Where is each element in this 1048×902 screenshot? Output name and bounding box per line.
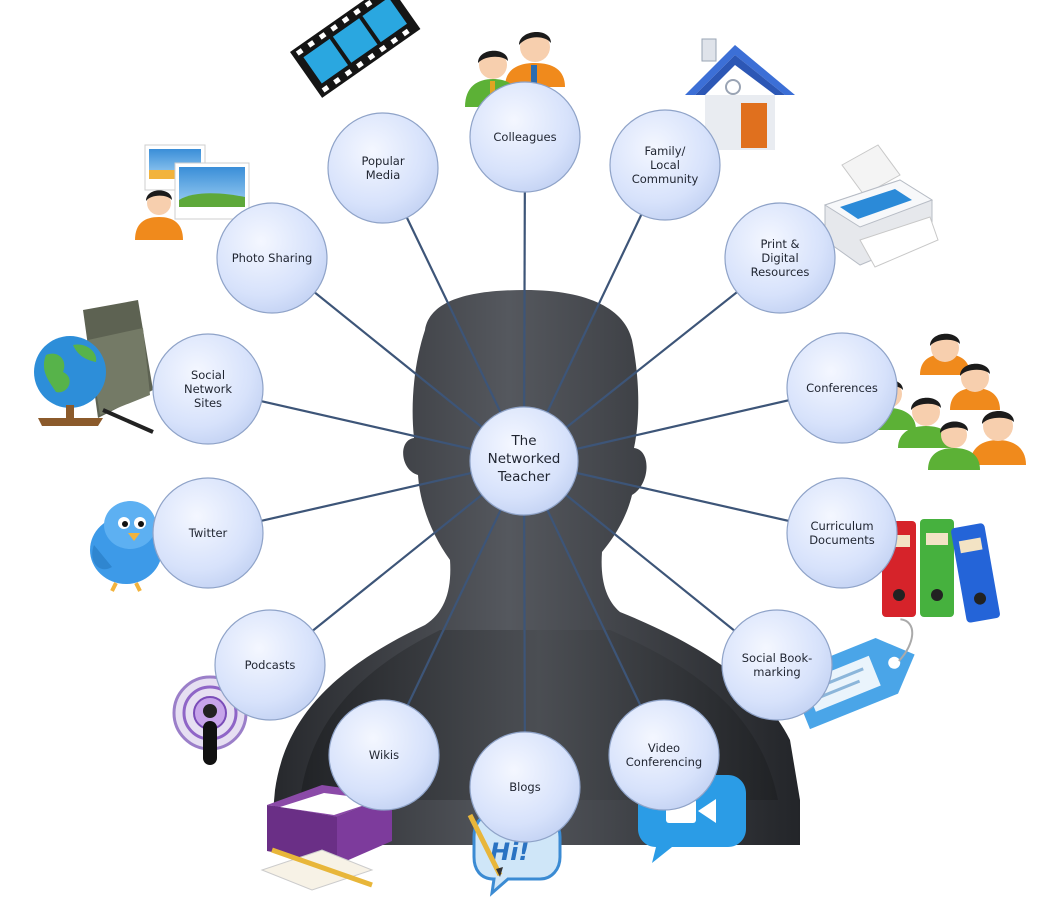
node-label-photo-line-1: Photo Sharing bbox=[232, 251, 313, 265]
node-label-social-line-3: Sites bbox=[194, 396, 222, 410]
photos-icon bbox=[135, 144, 250, 240]
node-label-media-line-2: Media bbox=[366, 168, 401, 182]
binders-icon bbox=[882, 519, 1000, 623]
node-label-twitter-line-1: Twitter bbox=[188, 526, 228, 540]
globe-icon bbox=[34, 300, 154, 434]
node-label-media-line-1: Popular bbox=[361, 154, 404, 168]
node-bubble-family bbox=[609, 109, 721, 221]
bird-icon bbox=[90, 501, 162, 592]
node-label-family-line-3: Community bbox=[632, 172, 699, 186]
node-twitter: Twitter bbox=[152, 477, 264, 589]
node-label-blogs-line-1: Blogs bbox=[509, 780, 540, 794]
node-bubble-wikis bbox=[328, 699, 440, 811]
node-label-wikis-line-1: Wikis bbox=[369, 748, 399, 762]
node-bookmarking: Social Book-marking bbox=[721, 609, 833, 721]
node-label-social-line-2: Network bbox=[184, 382, 232, 396]
node-bubble-podcasts bbox=[214, 609, 326, 721]
node-bubble-photo bbox=[216, 202, 328, 314]
center-label-line-2: Networked bbox=[488, 451, 561, 467]
node-label-conferences-line-1: Conferences bbox=[806, 381, 878, 395]
center-label-line-1: The bbox=[510, 433, 536, 449]
node-podcasts: Podcasts bbox=[214, 609, 326, 721]
node-label-colleagues-line-1: Colleagues bbox=[493, 130, 556, 144]
node-label-curriculum-line-2: Documents bbox=[809, 533, 875, 547]
node-label-print-line-2: Digital bbox=[761, 251, 798, 265]
node-label-podcasts-line-1: Podcasts bbox=[245, 658, 296, 672]
node-bubble-conferences bbox=[786, 332, 898, 444]
node-bubble-print bbox=[724, 202, 836, 314]
node-photo: Photo Sharing bbox=[216, 202, 328, 314]
node-bubble-colleagues bbox=[469, 81, 581, 193]
node-label-print-line-1: Print & bbox=[760, 237, 799, 251]
node-label-print-line-3: Resources bbox=[751, 265, 810, 279]
node-bubble-bookmarking bbox=[721, 609, 833, 721]
center-bubble bbox=[469, 406, 579, 516]
node-bubble-curriculum bbox=[786, 477, 898, 589]
house-icon bbox=[685, 38, 795, 150]
node-bubble-social bbox=[152, 333, 264, 445]
node-wikis: Wikis bbox=[328, 699, 440, 811]
printer-icon bbox=[823, 144, 939, 268]
node-label-family-line-1: Family/ bbox=[645, 144, 686, 158]
node-conferences: Conferences bbox=[786, 332, 898, 444]
blogs-icon-text: Hi! bbox=[490, 838, 529, 866]
node-bubble-twitter bbox=[152, 477, 264, 589]
node-label-video-line-1: Video bbox=[648, 741, 680, 755]
node-bubble-blogs bbox=[469, 731, 581, 843]
node-bubble-media bbox=[327, 112, 439, 224]
node-label-bookmarking-line-1: Social Book- bbox=[742, 651, 813, 665]
node-blogs: Blogs bbox=[469, 731, 581, 843]
node-colleagues: Colleagues bbox=[469, 81, 581, 193]
node-label-bookmarking-line-2: marking bbox=[753, 665, 800, 679]
node-bubble-video bbox=[608, 699, 720, 811]
node-label-social-line-1: Social bbox=[191, 368, 225, 382]
node-label-family-line-2: Local bbox=[650, 158, 680, 172]
center-label-line-3: Teacher bbox=[497, 469, 551, 485]
node-label-curriculum-line-1: Curriculum bbox=[810, 519, 873, 533]
node-label-video-line-2: Conferencing bbox=[626, 755, 702, 769]
film-strip-icon bbox=[290, 0, 421, 98]
